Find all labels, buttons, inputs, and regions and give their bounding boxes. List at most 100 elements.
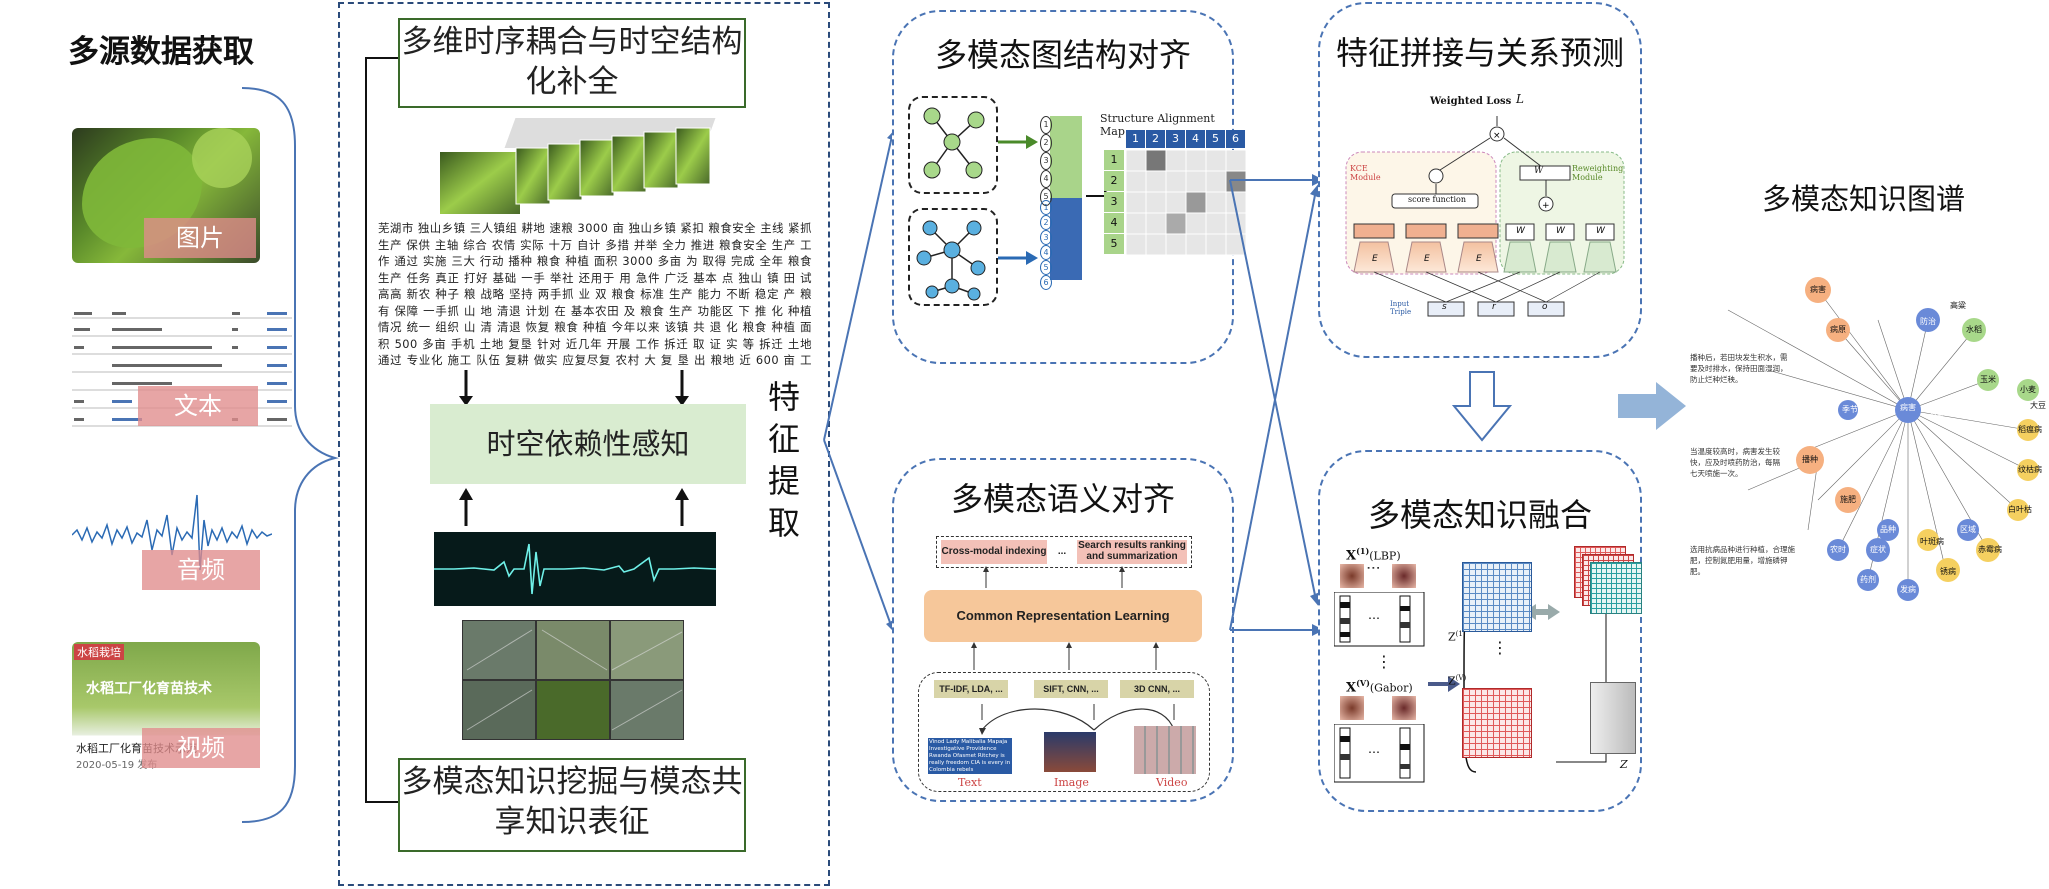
input-triple-label: Input Triple <box>1390 300 1412 316</box>
blue-vector <box>1050 198 1082 280</box>
map-col: 5 <box>1206 130 1225 148</box>
zv-symbol: Z <box>1448 674 1456 688</box>
z-vdots: ⋮ <box>1492 638 1508 657</box>
kg-text-block-2: 当温度较高时，病害发生较快，应及时喷药防治，每隔七天喷施一次。 <box>1690 447 1780 478</box>
vec-index: 1 <box>1040 116 1052 134</box>
kg-title: 多模态知识图谱 <box>1762 182 1966 216</box>
kg-node-orange-2: 播种 <box>1802 455 1818 464</box>
semantic-alignment-panel: 多模态语义对齐 Cross-modal indexing ... Search … <box>892 458 1234 802</box>
vec-index: 3 <box>1040 152 1052 170</box>
graph-2 <box>916 220 986 301</box>
cross-arrows <box>1229 174 1324 636</box>
weighted-loss-label: Weighted Loss <box>1430 96 1512 107</box>
z1-grid <box>1462 562 1532 632</box>
xv-sup: (V) <box>1356 678 1370 688</box>
graph-1 <box>923 107 985 179</box>
svg-text:⋯: ⋯ <box>1368 611 1380 625</box>
vector-index-bottom: 1 2 3 4 5 6 <box>1040 200 1052 290</box>
greenhouse-video-grid <box>463 621 683 739</box>
alignment-map-title: Structure Alignment Map <box>1100 112 1215 138</box>
xv-symbol: X <box>1346 680 1357 696</box>
w-gap-label: W <box>1534 166 1544 176</box>
spatiotemporal-perception-box: 时空依赖性感知 <box>430 404 746 484</box>
audio-spectrum-wave <box>434 543 717 595</box>
to-kg-arrow <box>1618 382 1686 430</box>
kg-text-block-1: 播种后，若田块发生积水，需要及时排水，保持田面湿润，防止烂种烂秧。 <box>1690 353 1788 384</box>
skin-patch <box>1392 696 1416 720</box>
graph-alignment-title: 多模态图结构对齐 <box>934 36 1191 74</box>
common-representation-learning: Common Representation Learning <box>924 590 1202 642</box>
loss-symbol: L <box>1516 92 1524 106</box>
extraction-frame <box>338 2 830 886</box>
kg-node-blue-6: 区域 <box>1960 525 1976 534</box>
leaf-frames <box>440 122 740 218</box>
video-label: Video <box>1156 776 1188 789</box>
vector-index-top: 1 2 3 4 5 <box>1040 116 1052 206</box>
reweighting-module-label: Reweighting Module <box>1572 164 1624 182</box>
emb-s: E <box>1372 254 1378 264</box>
zv-grid <box>1462 688 1532 758</box>
kg-node-blue-0: 防治 <box>1920 317 1936 326</box>
relation-model-diagram: × + <box>1345 116 1625 317</box>
kg-node-green-1: 玉米 <box>1980 375 1996 384</box>
video-caption-line2: 2020-05-19 发布 <box>76 760 158 771</box>
retrieval-dots: ... <box>1057 546 1067 557</box>
kg-node-yellow-3: 赤霉病 <box>1978 545 2002 554</box>
semantic-flow-arrows <box>979 704 1175 735</box>
vec-index: 5 <box>1040 260 1052 275</box>
kg-node-green-2: 小麦 <box>2020 385 2036 394</box>
kg-node-green-3: 大豆 <box>2030 401 2046 410</box>
zv-label: Z(V) <box>1448 674 1466 688</box>
vec-index: 1 <box>1040 200 1052 215</box>
feature-concat-title: 特征拼接与关系预测 <box>1335 34 1624 72</box>
text-label: 文本 <box>138 386 258 426</box>
w-o: W <box>1596 226 1605 236</box>
cross-modal-indexing: Cross-modal indexing <box>941 540 1047 564</box>
graph-box-1 <box>908 96 998 194</box>
map-col: 1 <box>1126 130 1145 148</box>
arrows-to-perception <box>459 370 689 406</box>
z1-sup: (1) <box>1455 630 1466 638</box>
text-features: TF-IDF, LDA, ... <box>934 680 1008 698</box>
stack-grid-front <box>1590 562 1642 614</box>
audio-waveform-thumbnail <box>72 480 272 590</box>
video-features: 3D CNN, ... <box>1120 680 1194 698</box>
sources-brace <box>241 87 339 823</box>
graph-to-vector-arrows <box>998 135 1038 265</box>
kg-node-orange-1: 病原 <box>1830 325 1846 334</box>
vec-index: 6 <box>1040 275 1052 290</box>
video-tag: 水稻栽培 <box>74 644 124 660</box>
feature-box <box>918 672 1210 792</box>
alignment-map: 1 2 3 4 5 6 1 2 3 4 5 <box>1104 130 1246 255</box>
svg-text:×: × <box>1493 131 1501 141</box>
fusion-panel: 多模态知识融合 X(1)(LBP) ⋮ ⋯ ⋮ X(V)(Gabor) ⋯ Z(… <box>1318 450 1642 812</box>
feature-bars-2: ⋯ <box>1334 724 1425 783</box>
map-col: 2 <box>1146 130 1165 148</box>
leaf-frame-images <box>440 127 711 214</box>
video-snippet <box>1134 726 1196 774</box>
sources-title: 多源数据获取 <box>68 34 254 70</box>
vec-index: 3 <box>1040 230 1052 245</box>
vec-index: 4 <box>1040 245 1052 260</box>
triple-r: r <box>1492 302 1496 312</box>
knowledge-graph <box>1727 277 2039 601</box>
image-snippet <box>1044 732 1096 772</box>
kg-node-orange-0: 病害 <box>1810 285 1826 294</box>
arrows-from-video <box>440 606 740 616</box>
z-hat-label: Z <box>1620 758 1628 771</box>
text-snippet: Vinod Lady Malibalia Mapaja Investigativ… <box>928 738 1012 774</box>
kg-center-node: 病害 <box>1900 403 1916 412</box>
z1-label: Z(1) <box>1448 630 1466 644</box>
vec-index: 2 <box>1040 134 1052 152</box>
arrows-from-audio <box>459 488 689 526</box>
extraction-bracket <box>365 57 402 803</box>
xv-note: (Gabor) <box>1369 681 1413 695</box>
svg-text:+: + <box>1542 201 1550 211</box>
zv-sup: (V) <box>1455 674 1467 682</box>
kg-node-blue-1: 症状 <box>1870 545 1886 554</box>
map-row: 2 <box>1104 171 1124 191</box>
text-label: Text <box>958 776 982 789</box>
w-r: W <box>1556 226 1565 236</box>
map-row: 1 <box>1104 150 1124 170</box>
hollow-down-arrow <box>1452 371 1512 442</box>
